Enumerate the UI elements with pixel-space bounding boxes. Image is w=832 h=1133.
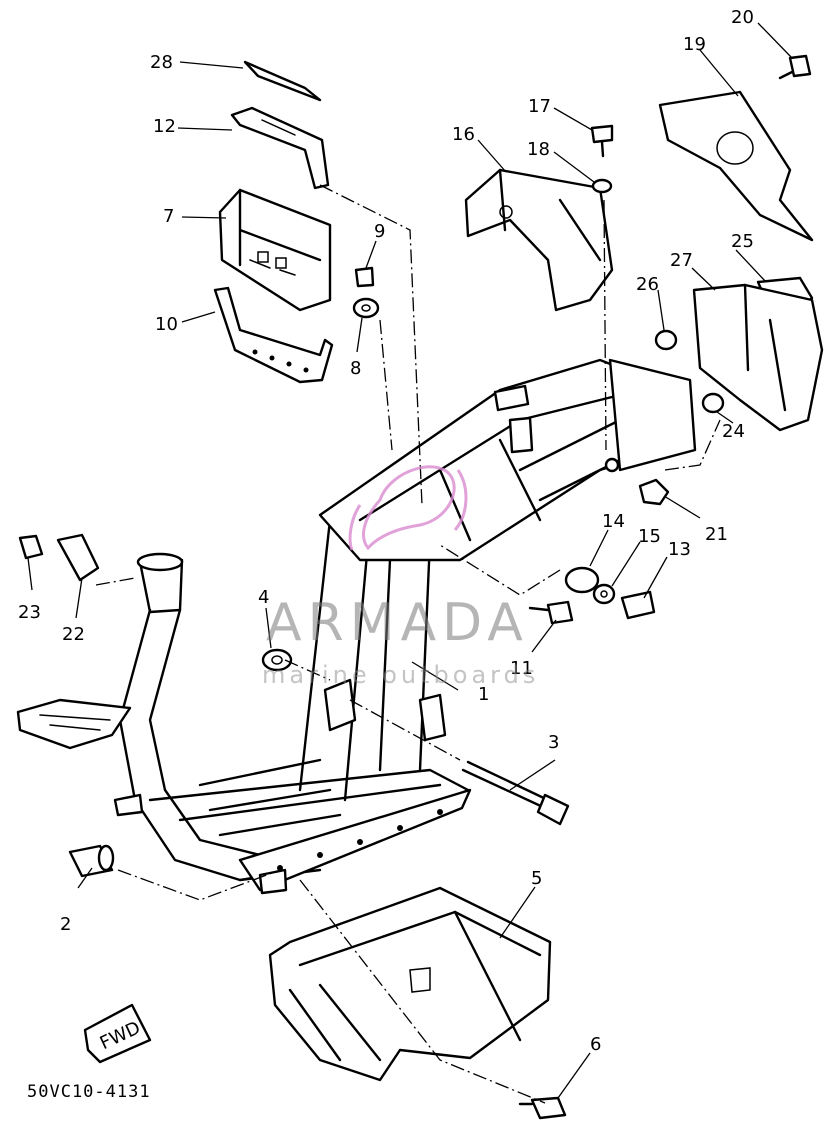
part-3-bolt — [461, 760, 570, 826]
part-28-label — [243, 60, 322, 102]
callout-12: 12 — [153, 116, 176, 137]
main-frame-part-1 — [16, 358, 697, 895]
assembly-lines — [95, 184, 721, 1104]
callout-1: 1 — [478, 684, 489, 705]
part-5-under-cover — [268, 886, 552, 1082]
part-8-nut — [352, 297, 380, 319]
watermark-brand: ARMADA — [266, 593, 529, 653]
callout-18: 18 — [527, 139, 550, 160]
callout-23: 23 — [18, 602, 41, 623]
part-14-bushing — [564, 566, 600, 594]
part-9-clip — [354, 266, 375, 288]
part-7-battery-box — [218, 188, 332, 312]
part-15-washer — [592, 583, 616, 605]
part-16-bracket — [464, 168, 614, 312]
part-22-bracket — [56, 533, 100, 582]
callout-25: 25 — [731, 231, 754, 252]
part-20-bolt — [778, 54, 812, 80]
part-11-bolt — [528, 600, 574, 625]
callout-13: 13 — [668, 539, 691, 560]
part-18-washer — [591, 178, 613, 194]
part-12-bracket — [230, 106, 330, 190]
callout-11: 11 — [510, 658, 533, 679]
diagram-reference-code: 50VC10-4131 — [27, 1082, 151, 1102]
callout-17: 17 — [528, 96, 551, 117]
callout-3: 3 — [548, 732, 559, 753]
callout-10: 10 — [155, 314, 178, 335]
callout-labels: 1 2 3 4 5 6 7 8 9 10 11 12 13 14 15 16 1… — [18, 7, 754, 1055]
callout-6: 6 — [590, 1034, 601, 1055]
part-19-bracket — [658, 90, 814, 242]
part-27-guard — [692, 283, 824, 432]
callout-9: 9 — [374, 221, 385, 242]
part-10-battery-band — [213, 286, 334, 384]
callout-19: 19 — [683, 34, 706, 55]
callout-27: 27 — [670, 250, 693, 271]
watermark-tagline: marine outboards — [262, 661, 539, 689]
part-26-nut — [654, 329, 678, 351]
callout-8: 8 — [350, 358, 361, 379]
leader-lines — [27, 22, 793, 1099]
part-2-pipe — [68, 844, 115, 878]
callout-16: 16 — [452, 124, 475, 145]
callout-26: 26 — [636, 274, 659, 295]
callout-22: 22 — [62, 624, 85, 645]
callout-28: 28 — [150, 52, 173, 73]
watermark: ARMADA marine outboards — [262, 465, 539, 689]
callout-20: 20 — [731, 7, 754, 28]
part-4-bushing — [261, 648, 293, 672]
callout-15: 15 — [638, 526, 661, 547]
callout-21: 21 — [705, 524, 728, 545]
part-21-nut — [638, 478, 670, 506]
callout-2: 2 — [60, 914, 71, 935]
part-17-bolt — [590, 124, 614, 158]
watermark-logo-icon — [348, 465, 468, 551]
part-6-bolt — [518, 1096, 567, 1120]
callout-4: 4 — [258, 587, 269, 608]
part-13-bolt — [620, 590, 656, 620]
part-23-bolt — [18, 534, 44, 560]
callout-24: 24 — [722, 421, 745, 442]
callout-14: 14 — [602, 511, 625, 532]
part-24-bushing — [701, 392, 725, 414]
callout-5: 5 — [531, 868, 542, 889]
callout-7: 7 — [163, 206, 174, 227]
fwd-direction-badge: FWD — [83, 1003, 152, 1064]
